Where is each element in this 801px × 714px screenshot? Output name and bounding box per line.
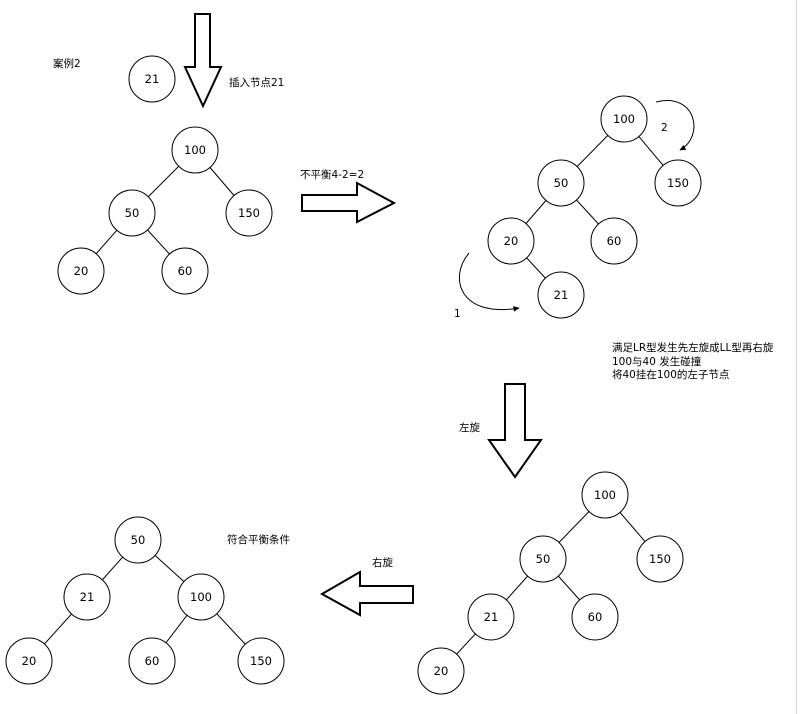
node-value: 21 (554, 288, 569, 302)
node-circle (590, 217, 638, 265)
node-circle (519, 535, 567, 583)
node-circle (108, 189, 156, 237)
node-value: 60 (588, 610, 603, 624)
insert-node-21: 21 (128, 55, 176, 103)
balanced-label: 符合平衡条件 (227, 534, 290, 546)
node-circle (5, 637, 53, 685)
node-value: 20 (22, 654, 37, 668)
node-circle (177, 573, 225, 621)
unbalanced-right-arrow (301, 181, 397, 224)
case-label: 案例2 (53, 58, 81, 70)
node-circle (417, 647, 465, 695)
node-circle (57, 247, 105, 295)
rotation-mark-2: 2 (661, 122, 668, 134)
node-value: 100 (190, 590, 212, 604)
node-value: 60 (178, 264, 193, 278)
desc-line-1: 满足LR型发生先左旋成LL型再右旋 (612, 342, 774, 354)
svg-text:21: 21 (145, 72, 160, 86)
tree-node-50: 50 (108, 189, 156, 237)
node-value: 100 (594, 488, 616, 502)
tree-after-right-rotation: 50 21 100 20 60 150 (5, 516, 285, 685)
node-circle (537, 271, 585, 319)
tree-node-21: 21 (467, 593, 515, 641)
node-circle (128, 637, 176, 685)
tree-node-50: 50 (114, 516, 162, 564)
node-circle (467, 593, 515, 641)
node-value: 100 (613, 112, 635, 126)
node-value: 20 (74, 264, 89, 278)
tree-after-left-rotation: 100 50 150 21 60 20 (417, 471, 684, 695)
tree-node-50: 50 (519, 535, 567, 583)
node-value: 50 (131, 533, 146, 547)
node-value: 21 (80, 590, 95, 604)
node-circle (581, 471, 629, 519)
tree-node-100: 100 (581, 471, 629, 519)
tree-node-150: 150 (225, 189, 273, 237)
desc-line-2: 100与40 发生碰撞 (612, 356, 702, 368)
node-value: 60 (145, 654, 160, 668)
node-circle (225, 189, 273, 237)
node-circle (537, 159, 585, 207)
tree-node-100: 100 (600, 95, 648, 143)
tree-node-60: 60 (161, 247, 209, 295)
tree-node-60: 60 (128, 637, 176, 685)
tree-node-20: 20 (5, 637, 53, 685)
node-circle (171, 126, 219, 174)
node-circle (600, 95, 648, 143)
insert-label: 插入节点21 (229, 77, 285, 89)
node-value: 50 (125, 206, 140, 220)
node-circle (487, 217, 535, 265)
tree-node-60: 60 (590, 217, 638, 265)
tree-node-100: 100 (177, 573, 225, 621)
node-value: 20 (434, 664, 449, 678)
tree-initial: 100 50 150 20 60 (57, 126, 273, 295)
tree-node-20: 20 (487, 217, 535, 265)
tree-node-150: 150 (636, 535, 684, 583)
left-rotate-label: 左旋 (459, 422, 480, 434)
rotation-arrow-2 (655, 100, 695, 151)
tree-node-20: 20 (417, 647, 465, 695)
node-circle (571, 593, 619, 641)
tree-node-150: 150 (654, 159, 702, 207)
rotation-arrow-1 (459, 252, 520, 312)
desc-line-3: 将40挂在100的左子节点 (612, 369, 730, 381)
left-rotate-down-arrow (487, 383, 543, 479)
node-value: 60 (607, 234, 622, 248)
right-rotate-left-arrow (319, 570, 414, 617)
node-value: 150 (649, 552, 671, 566)
node-circle (237, 637, 285, 685)
tree-node-21: 21 (537, 271, 585, 319)
node-circle (114, 516, 162, 564)
tree-node-150: 150 (237, 637, 285, 685)
tree-node-60: 60 (571, 593, 619, 641)
right-border (796, 0, 797, 714)
node-circle (654, 159, 702, 207)
tree-node-21: 21 (63, 573, 111, 621)
node-value: 21 (484, 610, 499, 624)
node-circle (63, 573, 111, 621)
tree-node-100: 100 (171, 126, 219, 174)
node-value: 150 (238, 206, 260, 220)
unbalanced-label: 不平衡4-2=2 (300, 169, 365, 181)
node-value: 150 (250, 654, 272, 668)
tree-after-insert: 100 50 150 20 60 21 (487, 95, 702, 319)
node-circle (161, 247, 209, 295)
node-value: 100 (184, 143, 206, 157)
node-value: 150 (667, 176, 689, 190)
node-circle (636, 535, 684, 583)
node-value: 50 (554, 176, 569, 190)
node-value: 50 (536, 552, 551, 566)
rotation-mark-1: 1 (454, 308, 461, 320)
node-value: 20 (504, 234, 519, 248)
right-rotate-label: 右旋 (372, 557, 393, 569)
tree-node-50: 50 (537, 159, 585, 207)
tree-node-20: 20 (57, 247, 105, 295)
insert-down-arrow (183, 13, 223, 109)
